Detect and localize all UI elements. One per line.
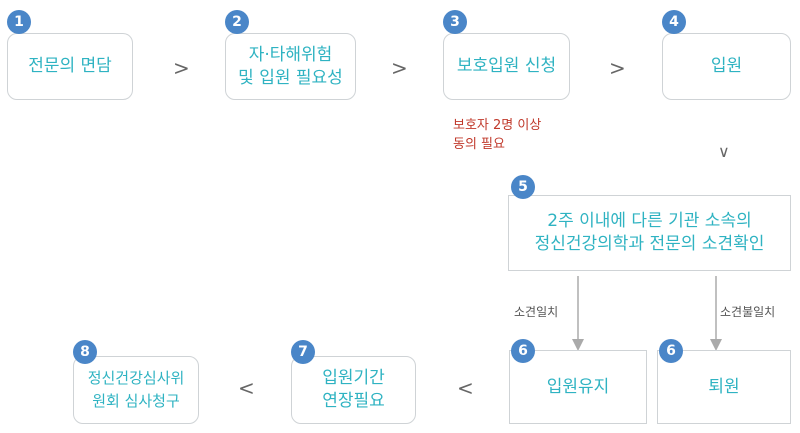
arrow-left-1: < bbox=[457, 376, 474, 400]
step-badge-4: 4 bbox=[662, 10, 686, 34]
step-label-1: 전문의 면담 bbox=[28, 56, 112, 76]
guardian-consent-note: 보호자 2명 이상 동의 필요 bbox=[453, 118, 542, 152]
step-label-7: 입원기간 연장필요 bbox=[322, 368, 385, 411]
step-box-7: 입원기간 연장필요 bbox=[291, 356, 416, 424]
step-box-6-keep: 입원유지 bbox=[509, 350, 647, 424]
step-badge-8: 8 bbox=[73, 340, 97, 364]
step-badge-6-keep: 6 bbox=[511, 339, 535, 363]
step-label-3: 보호입원 신청 bbox=[456, 56, 557, 76]
arrow-right-1: > bbox=[173, 56, 190, 80]
step-box-1: 전문의 면담 bbox=[7, 33, 133, 100]
arrow-down: ∨ bbox=[718, 142, 730, 161]
step-badge-3: 3 bbox=[443, 10, 467, 34]
step-box-4: 입원 bbox=[662, 33, 791, 100]
arrow-right-3: > bbox=[609, 56, 626, 80]
step-label-6-discharge: 퇴원 bbox=[708, 376, 740, 397]
step-box-3: 보호입원 신청 bbox=[443, 33, 570, 100]
arrow-right-2: > bbox=[391, 56, 408, 80]
branch-label-disagree: 소견불일치 bbox=[720, 305, 776, 319]
step-box-5: 2주 이내에 다른 기관 소속의 정신건강의학과 전문의 소견확인 bbox=[508, 195, 791, 271]
arrow-left-2: < bbox=[238, 376, 255, 400]
step-label-6-keep: 입원유지 bbox=[546, 376, 610, 397]
step-badge-7: 7 bbox=[291, 340, 315, 364]
step-box-6-discharge: 퇴원 bbox=[657, 350, 791, 424]
step-label-5: 2주 이내에 다른 기관 소속의 정신건강의학과 전문의 소견확인 bbox=[534, 211, 765, 254]
step-badge-5: 5 bbox=[511, 175, 535, 199]
step-label-4: 입원 bbox=[710, 56, 743, 76]
step-box-8: 정신건강심사위 원회 심사청구 bbox=[73, 356, 199, 424]
step-badge-1: 1 bbox=[7, 10, 31, 34]
step-label-8: 정신건강심사위 원회 심사청구 bbox=[87, 369, 185, 410]
step-badge-6-discharge: 6 bbox=[659, 339, 683, 363]
step-box-2: 자·타해위험 및 입원 필요성 bbox=[225, 33, 356, 100]
branch-label-agree: 소견일치 bbox=[514, 305, 559, 319]
step-label-2: 자·타해위험 및 입원 필요성 bbox=[238, 44, 343, 88]
step-badge-2: 2 bbox=[225, 10, 249, 34]
